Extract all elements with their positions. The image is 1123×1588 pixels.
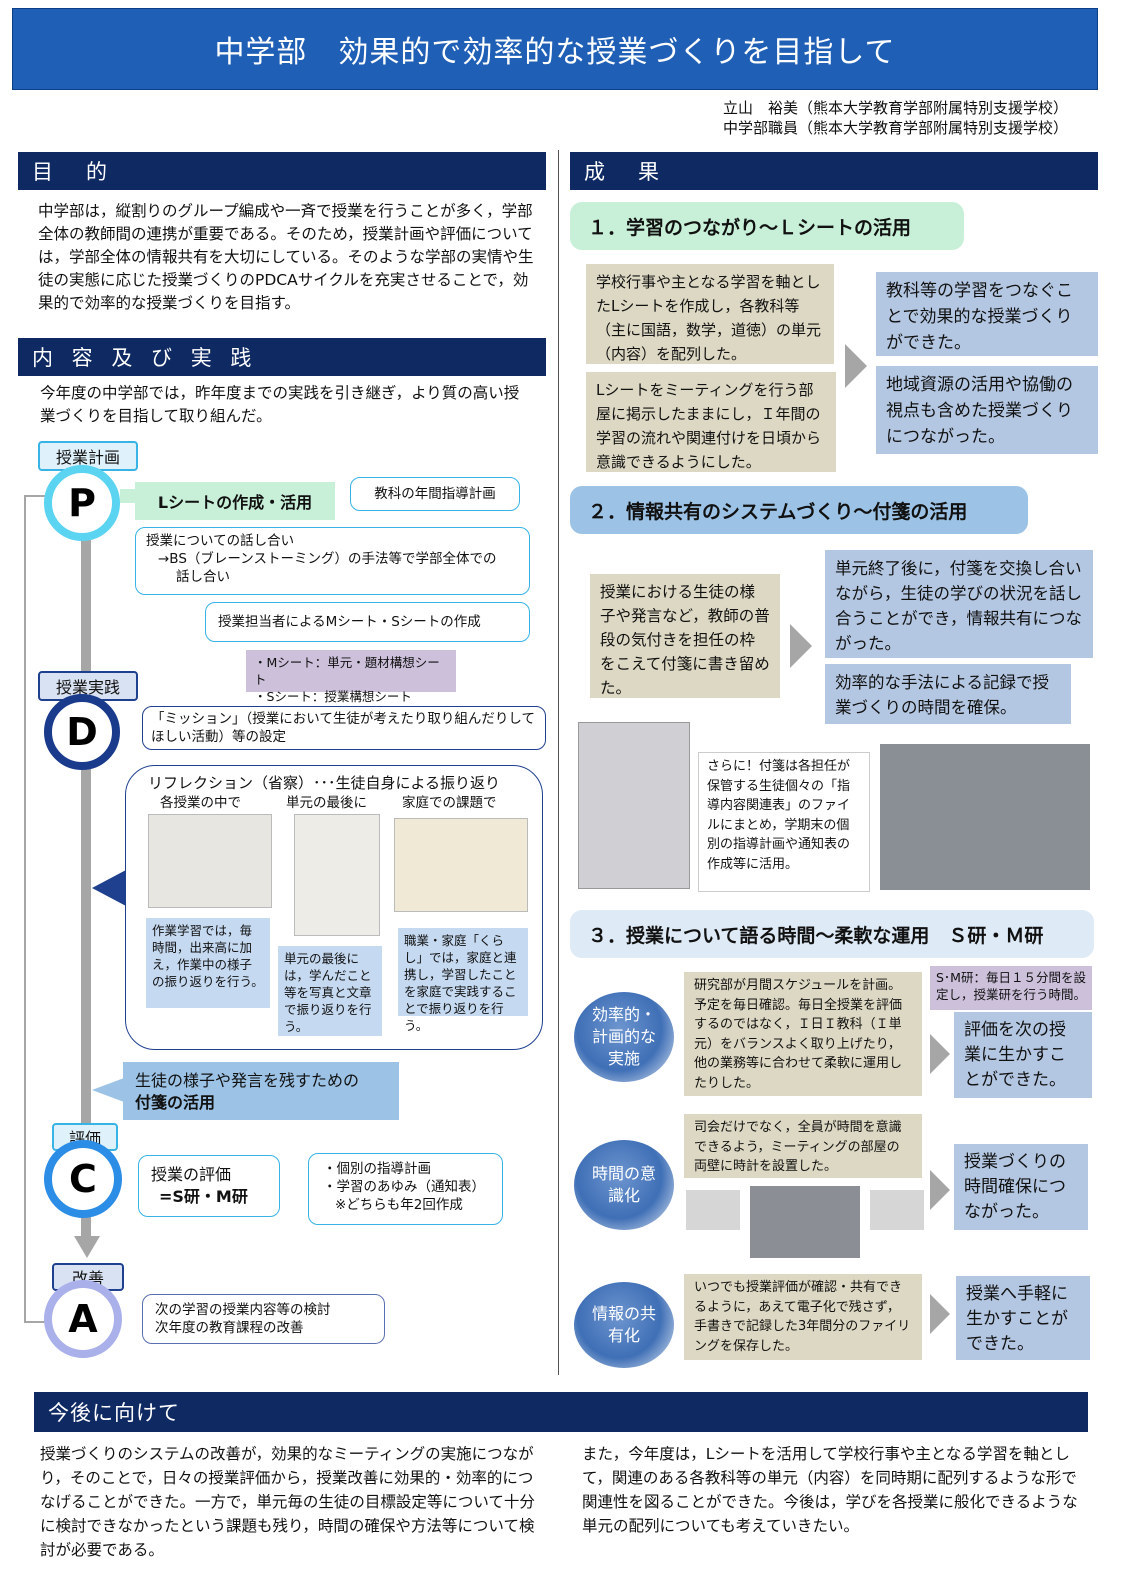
p-discussion-1: 授業についての話し合い (146, 533, 295, 549)
d-sticky-pointer (92, 1078, 124, 1102)
c-eval-2: =S研・M研 (159, 1187, 248, 1206)
d-caption-1: 作業学習では，毎時間，出来高に加え，作業中の様子の振り返りを行う。 (146, 918, 270, 1008)
d-sticky-2: 付箋の活用 (135, 1093, 216, 1112)
c-eval-1: 授業の評価 (151, 1165, 232, 1184)
photo-meeting (880, 744, 1090, 890)
d-col-2: 単元の最後に (286, 795, 367, 811)
s3-arrow-3 (930, 1294, 950, 1334)
results-heading: 成 果 (570, 152, 1098, 190)
photo-meeting-room (750, 1186, 860, 1258)
s2-heading: ２．情報共有のシステムづくり～付箋の活用 (570, 486, 1028, 534)
s3-arrow-1 (930, 1034, 950, 1074)
future-left: 授業づくりのシステムの改善が，効果的なミーティングの実施につながり，そのことで，… (40, 1445, 535, 1559)
author-1: 立山 裕美（熊本大学教育学部附属特別支援学校） (722, 99, 1068, 117)
c-evaluation: 授業の評価 =S研・M研 (138, 1155, 280, 1217)
circle-d: D (44, 694, 120, 770)
photo-sticky-file (578, 722, 690, 889)
practice-heading: 内 容 及 び 実 践 (18, 338, 546, 376)
c-doc-3: ※どちらも年2回作成 (335, 1197, 463, 1213)
s1-left-2: Lシートをミーティングを行う部屋に掲示したままにし，Ｉ年間の学習の流れや関連付け… (586, 372, 836, 472)
flow-arrow-down (74, 1236, 100, 1258)
s2-arrow (790, 624, 812, 668)
d-reflection-title: リフレクション（省察）･･･生徒自身による振り返り (148, 774, 501, 792)
d-sticky-1: 生徒の様子や発言を残すための (135, 1071, 360, 1090)
p-sheet-notes: ・Mシート：単元・題材構想シート ・Sシート：授業構想シート (246, 650, 456, 704)
s2-right-2: 効率的な手法による記録で授業づくりの時間を確保。 (825, 664, 1071, 724)
tag-do: 授業実践 (38, 671, 138, 701)
s3-arrow-2 (930, 1170, 950, 1210)
future-right: また，今年度は，Lシートを活用して学校行事や主となる学習を軸として，関連のある各… (582, 1445, 1078, 1535)
s3-srm-note: S･M研：毎日１５分間を設定し，授業研を行う時間。 (930, 966, 1092, 1010)
s3-desc-1: 研究部が月間スケジュールを計画。予定を毎日確認。毎日全授業を評価するのではなく，… (684, 972, 922, 1096)
c-doc-1: ・個別の指導計画 (323, 1161, 431, 1177)
s1-right-2: 地域資源の活用や協働の視点も含めた授業づくりにつながった。 (876, 366, 1098, 454)
c-doc-2: ・学習のあゆみ（通知表） (323, 1179, 485, 1195)
s1-right-1: 教科等の学習をつなぐことで効果的な授業づくりができた。 (876, 272, 1098, 356)
s1-left-1: 学校行事や主となる学習を軸としたLシートを作成し，各教科等（主に国語，数学，道徳… (586, 264, 834, 364)
d-col-3: 家庭での課題で (402, 795, 497, 811)
page-title: 中学部 効果的で効率的な授業づくりを目指して (12, 8, 1098, 90)
flow-line-cycle (24, 495, 50, 1323)
d-col-1: 各授業の中で (160, 795, 241, 811)
s3-result-1: 評価を次の授業に生かすことができた。 (954, 1012, 1092, 1098)
s3-oval-2: 時間の意識化 (574, 1140, 674, 1230)
s3-oval-1: 効率的・計画的な実施 (574, 992, 674, 1082)
practice-intro: 今年度の中学部では，昨年度までの実践を引き継ぎ，より質の高い授業づくりを目指して… (40, 384, 520, 425)
d-mission: 「ミッション」（授業において生徒が考えたり取り組んだりしてほしい活動）等の設定 (142, 706, 546, 750)
future-heading: 今後に向けて (34, 1392, 1088, 1432)
s3-result-3: 授業へ手軽に生かすことができた。 (956, 1276, 1090, 1360)
s2-right-1: 単元終了後に，付箋を交換し合いながら，生徒の学びの状況を話し合うことができ，情報… (825, 550, 1093, 658)
flow-line-vertical (81, 540, 91, 1130)
circle-a: A (44, 1280, 122, 1358)
c-documents: ・個別の指導計画 ・学習のあゆみ（通知表） ※どちらも年2回作成 (308, 1153, 503, 1225)
p-annual-plan: 教科の年間指導計画 (350, 477, 520, 511)
d-caption-2: 単元の最後には，学んだこと等を写真と文章で振り返りを行う。 (278, 946, 382, 1036)
s3-desc-2: 司会だけでなく，全員が時間を意識できるよう，ミーティングの部屋の両壁に時計を設置… (684, 1114, 922, 1178)
p-discussion-3: 話し合い (176, 569, 230, 585)
photo-home-task (394, 818, 528, 912)
photo-clock-right (870, 1190, 924, 1230)
s3-desc-3: いつでも授業評価が確認・共有できるように，あえて電子化で残さず，手書きで記録した… (684, 1274, 922, 1360)
s3-result-2: 授業づくりの時間確保につながった。 (954, 1144, 1088, 1230)
authors: 立山 裕美（熊本大学教育学部附属特別支援学校） 中学部職員（熊本大学教育学部附属… (723, 98, 1068, 138)
p-sheets: 授業担当者によるMシート・Sシートの作成 (205, 602, 530, 642)
d-reflection-pointer (92, 870, 126, 906)
s1-heading: １．学習のつながり～Ｌシートの活用 (570, 202, 964, 250)
photo-clock-left (686, 1190, 740, 1230)
p-discussion-2: →BS（ブレーンストーミング）の手法等で学部全体での (158, 551, 497, 567)
a-next-2: 次年度の教育課程の改善 (155, 1320, 304, 1336)
p-discussion: 授業についての話し合い →BS（ブレーンストーミング）の手法等で学部全体での 話… (135, 527, 530, 595)
d-reflection-panel: リフレクション（省察）･･･生徒自身による振り返り 各授業の中で 単元の最後に … (125, 765, 543, 1050)
photo-worksheet (148, 814, 272, 908)
s2-left: 授業における生徒の様子や発言など，教師の普段の気付きを担任の枠をこえて付箋に書き… (590, 574, 780, 698)
s2-note: さらに！付箋は各担任が保管する生徒個々の「指導内容関連表」のファイルにまとめ，学… (698, 752, 870, 892)
a-next-1: 次の学習の授業内容等の検討 (155, 1302, 331, 1318)
d-caption-3: 職業・家庭「くらし」では，家庭と連携し，学習したことを家庭で実践することで振り返… (398, 928, 528, 1033)
circle-p: P (44, 465, 120, 541)
p-note-2: ・Sシート：授業構想シート (254, 689, 412, 704)
column-divider (558, 150, 559, 1375)
s3-heading: ３．授業について語る時間～柔軟な運用 Ｓ研・Ｍ研 (570, 910, 1094, 958)
author-2: 中学部職員（熊本大学教育学部附属特別支援学校） (722, 119, 1068, 137)
s3-oval-3: 情報の共有化 (574, 1282, 674, 1368)
p-note-1: ・Mシート：単元・題材構想シート (254, 655, 440, 687)
s1-arrow (845, 344, 867, 388)
circle-c: C (44, 1140, 122, 1218)
purpose-heading: 目 的 (18, 152, 546, 190)
d-sticky-box: 生徒の様子や発言を残すための 付箋の活用 (123, 1062, 399, 1120)
purpose-body: 中学部は，縦割りのグループ編成や一斉で授業を行うことが多く，学部全体の教師間の連… (38, 202, 534, 312)
p-focus-box: Lシートの作成・活用 (135, 482, 335, 520)
photo-unit-review (294, 814, 380, 936)
flow-line-c-a (81, 1216, 91, 1238)
a-improvement: 次の学習の授業内容等の検討 次年度の教育課程の改善 (142, 1294, 385, 1344)
